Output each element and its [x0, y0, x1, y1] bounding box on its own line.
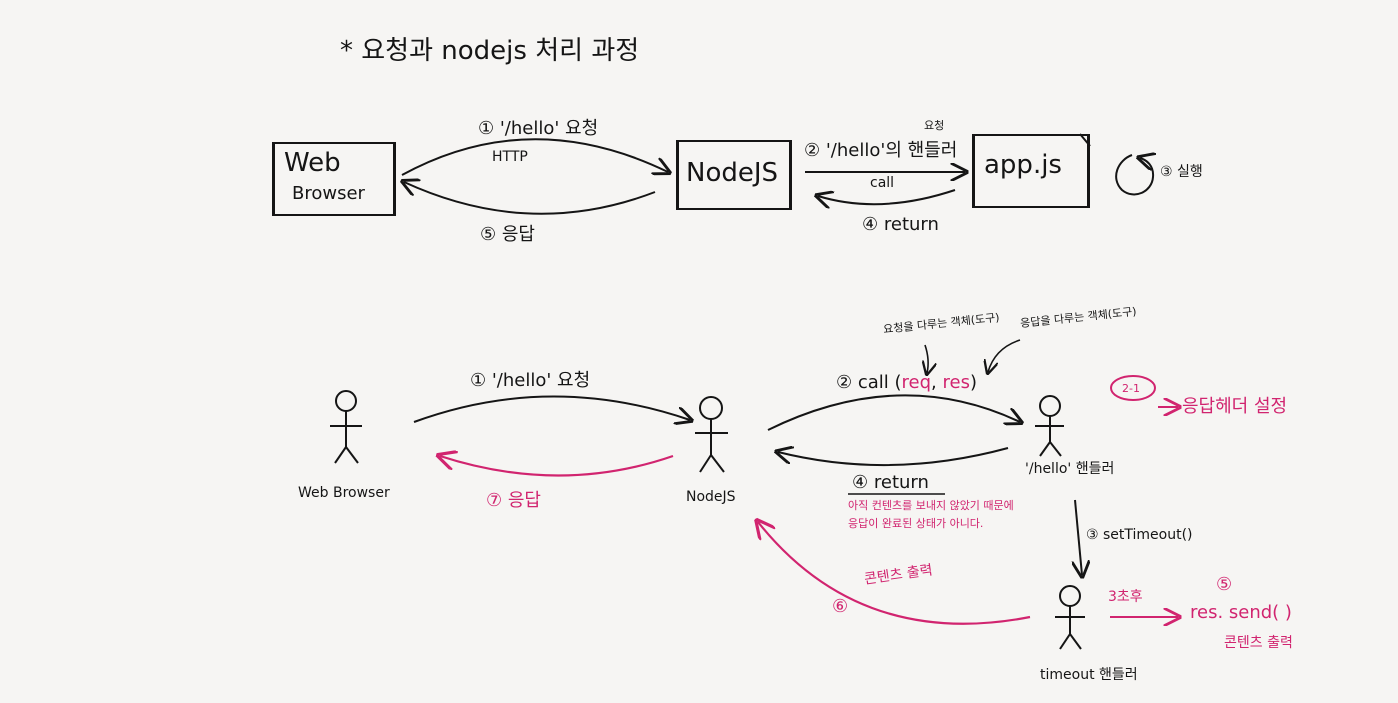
note-return-line1: 아직 컨텐츠를 보내지 않았기 때문에	[848, 499, 1014, 512]
arrow-b-nodejs-to-handler	[767, 394, 1020, 431]
nodejs-box	[676, 140, 792, 210]
top-request-small: 요청	[924, 119, 945, 132]
arrow-b-browser-to-nodejs	[413, 395, 690, 422]
top-step5-label: ⑤ 응답	[480, 224, 535, 245]
top-step4-label: ④ return	[862, 214, 939, 235]
res-send-label: res. send( )	[1190, 602, 1292, 623]
content-out-label: 콘텐츠 출력	[1224, 635, 1293, 651]
bottom-timeout-handler-label: timeout 핸들러	[1040, 667, 1138, 683]
hello-handler-figure-icon	[1035, 395, 1064, 457]
bottom-hello-handler-label: '/hello' 핸들러	[1025, 461, 1115, 477]
bottom-step3-label: ③ setTimeout()	[1086, 527, 1193, 543]
arrow-nodejs-to-browser	[404, 182, 656, 215]
web-browser-box	[272, 142, 396, 216]
bottom-nodejs-label: NodeJS	[686, 489, 736, 505]
header-set-label: 응답헤더 설정	[1182, 396, 1288, 417]
top-step2-label: ② '/hello'의 핸들러	[804, 140, 958, 161]
timeout-handler-figure-icon	[1055, 585, 1085, 650]
bottom-step6-label: ⑥	[832, 596, 849, 617]
arrow-b-nodejs-to-browser	[440, 456, 674, 477]
pointer-res-note	[988, 339, 1021, 372]
appjs-label: app.js	[984, 150, 1062, 180]
arrow-browser-to-nodejs	[401, 138, 668, 176]
execute-loop-icon	[1115, 155, 1153, 196]
page-title: * 요청과 nodejs 처리 과정	[340, 36, 640, 66]
web-browser-line1: Web	[284, 148, 341, 178]
arrow-b-handler-to-nodejs	[778, 448, 1009, 467]
arrow-timeout-to-nodejs	[758, 522, 1031, 625]
step2-1-label: 2-1	[1122, 382, 1140, 395]
bottom-browser-label: Web Browser	[298, 485, 390, 501]
arrow-handler-to-timeout	[1075, 499, 1082, 575]
arrow-appjs-to-nodejs	[818, 189, 956, 204]
bottom-step7-label: ⑦ 응답	[486, 490, 541, 511]
nodejs-figure-icon	[695, 396, 728, 473]
browser-figure-icon	[330, 390, 362, 464]
note-return-line2: 응답이 완료된 상태가 아니다.	[848, 517, 984, 530]
web-browser-line2: Browser	[292, 183, 365, 204]
pointer-req-note	[925, 344, 928, 373]
bottom-step5-label: ⑤	[1216, 574, 1233, 595]
appjs-box	[972, 134, 1090, 208]
comma-label: ,	[931, 372, 937, 393]
top-step1-label: ① '/hello' 요청	[478, 118, 599, 139]
bottom-step4-label: ④ return	[852, 472, 929, 493]
close-paren-label: )	[969, 372, 978, 393]
top-http-label: HTTP	[492, 149, 528, 165]
bottom-step1-label: ① '/hello' 요청	[470, 370, 591, 391]
res-label: res	[942, 372, 970, 393]
bottom-step2-label: ② call (req, res)	[836, 374, 977, 392]
top-step3-label: ③ 실행	[1160, 164, 1203, 180]
step2-1-circle	[1110, 375, 1156, 401]
nodejs-label: NodeJS	[686, 158, 779, 188]
after-3s-label: 3초후	[1108, 589, 1143, 605]
req-label: req	[901, 372, 932, 393]
top-call-label: call	[870, 175, 895, 191]
bottom-step2-prefix: ② call (	[836, 372, 902, 393]
